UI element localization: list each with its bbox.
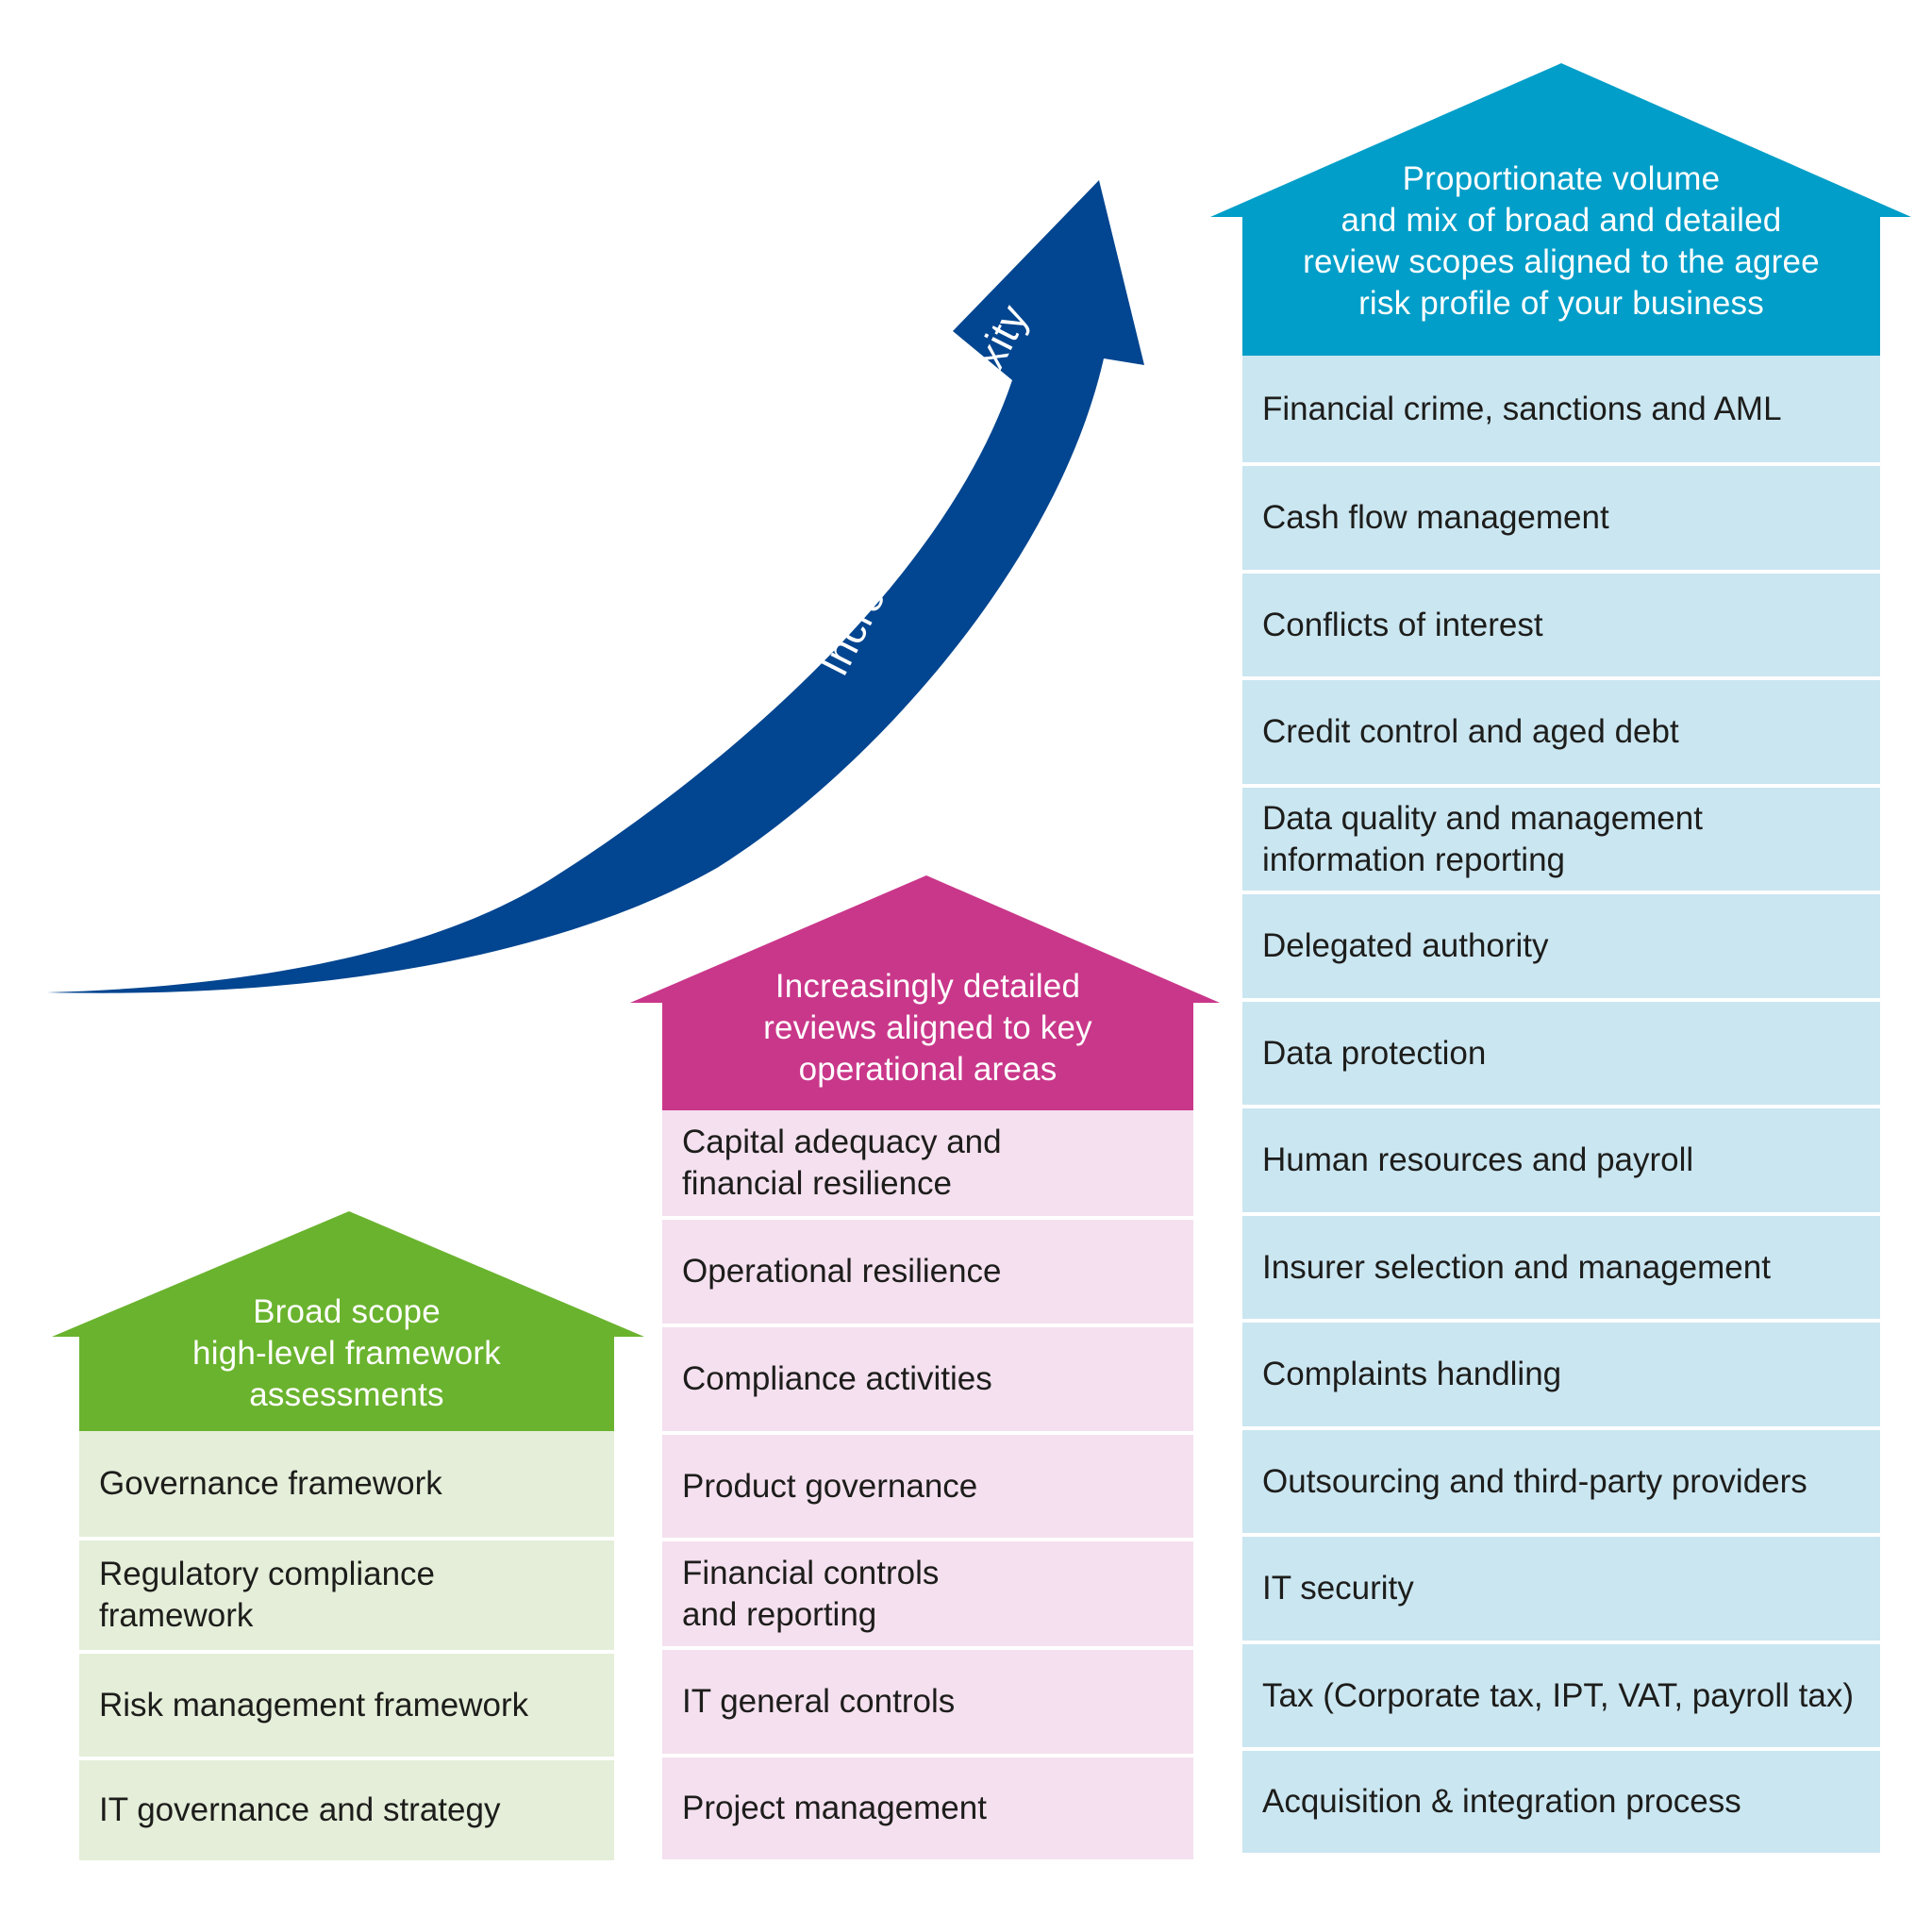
detailed-reviews-header-text: Increasingly detailed reviews aligned to… (662, 953, 1193, 1104)
header-line: reviews aligned to key (763, 1009, 1092, 1046)
list-item-label: Insurer selection and management (1262, 1248, 1771, 1286)
list-item: Compliance activities (662, 1324, 1193, 1431)
list-item: Insurer selection and management (1242, 1212, 1880, 1319)
list-item-label: Regulatory compliance framework (99, 1556, 436, 1634)
list-item-label: Project management (682, 1790, 987, 1826)
list-item-label: Financial crime, sanctions and AML (1262, 390, 1782, 427)
list-item-label: Product governance (682, 1467, 978, 1505)
detailed-reviews-header-shape (630, 875, 1220, 1110)
header-line: Proportionate volume (1402, 160, 1721, 197)
list-item: Project management (662, 1754, 1193, 1859)
proportionate-list: Financial crime, sanctions and AML Cash … (1242, 356, 1880, 1853)
list-item-label: Risk management framework (99, 1686, 529, 1724)
list-item-label: Operational resilience (682, 1253, 1002, 1290)
list-item-label: IT security (1262, 1570, 1414, 1607)
proportionate-header-text: Proportionate volume and mix of broad an… (1242, 156, 1880, 327)
list-item-label: Acquisition & integration process (1262, 1783, 1741, 1820)
list-item: Operational resilience (662, 1216, 1193, 1324)
list-item-label: Complaints handling (1262, 1356, 1562, 1392)
list-item-label: Data quality and management information … (1262, 799, 1703, 878)
list-item: Complaints handling (1242, 1319, 1880, 1426)
header-line: risk profile of your business (1358, 285, 1764, 322)
complexity-arrow-shape (47, 180, 1144, 993)
detailed-reviews-list: Capital adequacy and financial resilienc… (662, 1110, 1193, 1859)
list-item-label: Credit control and aged debt (1262, 713, 1679, 750)
header-line: assessments (249, 1376, 444, 1413)
list-item-label: Capital adequacy and financial resilienc… (682, 1124, 1002, 1202)
list-item: Data protection (1242, 998, 1880, 1105)
broad-scope-list: Governance framework Regulatory complian… (79, 1431, 614, 1860)
list-item: Regulatory compliance framework (79, 1537, 614, 1650)
header-line: Broad scope (253, 1293, 441, 1330)
list-item: Risk management framework (79, 1650, 614, 1757)
list-item: Conflicts of interest (1242, 570, 1880, 676)
list-item: IT general controls (662, 1646, 1193, 1754)
list-item-label: Human resources and payroll (1262, 1141, 1694, 1178)
list-item: Outsourcing and third-party providers (1242, 1426, 1880, 1533)
list-item-label: Financial controls and reporting (682, 1554, 940, 1633)
header-line: Increasingly detailed (774, 968, 1081, 1005)
list-item-label: Governance framework (99, 1465, 442, 1502)
header-line: operational areas (798, 1051, 1058, 1088)
list-item: Governance framework (79, 1431, 614, 1537)
list-item-label: Cash flow management (1262, 499, 1609, 536)
list-item: Cash flow management (1242, 462, 1880, 570)
broad-scope-header-text: Broad scope high-level framework assessm… (79, 1278, 614, 1429)
list-item: IT security (1242, 1533, 1880, 1641)
list-item: Data quality and management information … (1242, 784, 1880, 891)
list-item: Delegated authority (1242, 891, 1880, 998)
list-item-label: Outsourcing and third-party providers (1262, 1462, 1807, 1500)
list-item: Credit control and aged debt (1242, 676, 1880, 784)
list-item: Tax (Corporate tax, IPT, VAT, payroll ta… (1242, 1641, 1880, 1747)
list-item-label: IT governance and strategy (99, 1791, 501, 1828)
list-item-label: Data protection (1262, 1034, 1487, 1072)
list-item: Human resources and payroll (1242, 1105, 1880, 1212)
list-item: Acquisition & integration process (1242, 1747, 1880, 1853)
header-line: high-level framework (192, 1335, 501, 1372)
list-item-label: Delegated authority (1262, 927, 1549, 964)
header-line: review scopes aligned to the agree (1303, 243, 1820, 280)
broad-scope-header-shape (52, 1211, 644, 1431)
list-item-label: Conflicts of interest (1262, 606, 1543, 643)
list-item: Financial controls and reporting (662, 1538, 1193, 1646)
header-line: and mix of broad and detailed (1341, 202, 1782, 239)
list-item: Capital adequacy and financial resilienc… (662, 1110, 1193, 1216)
proportionate-header-shape (1210, 63, 1911, 356)
list-item: Product governance (662, 1431, 1193, 1538)
list-item-label: Tax (Corporate tax, IPT, VAT, payroll ta… (1262, 1676, 1854, 1714)
list-item: Financial crime, sanctions and AML (1242, 356, 1880, 462)
list-item-label: IT general controls (682, 1683, 956, 1720)
list-item-label: Compliance activities (682, 1360, 992, 1397)
list-item: IT governance and strategy (79, 1757, 614, 1860)
